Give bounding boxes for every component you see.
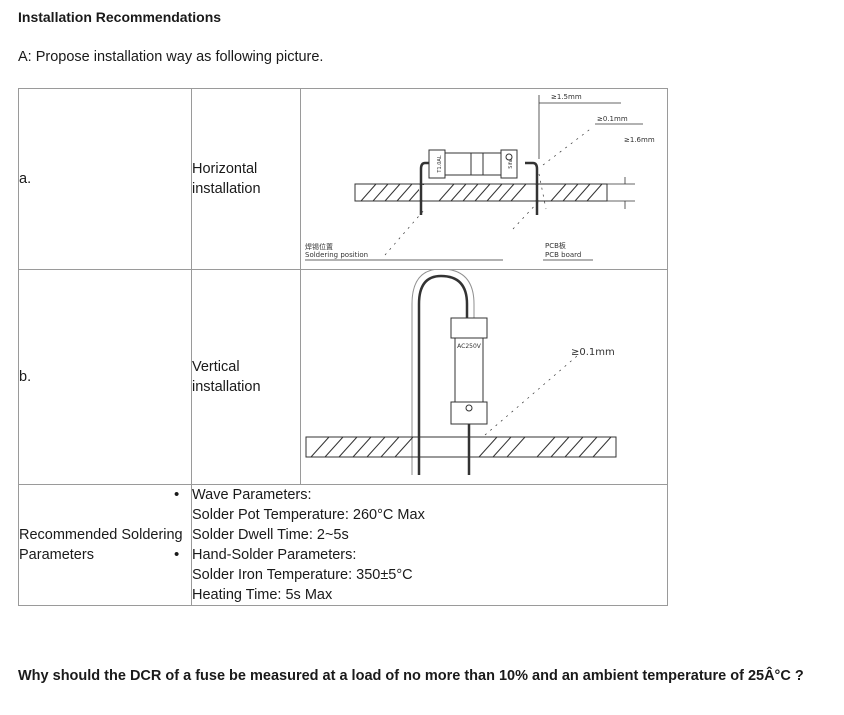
- pcb-board-en: PCB board: [545, 251, 581, 259]
- solder-position-en: Soldering position: [305, 251, 368, 259]
- fuse-text-left: T1.0AL: [437, 155, 443, 173]
- row-label-text: b.: [19, 369, 32, 385]
- installation-type-text: Vertical installation: [192, 359, 261, 395]
- soldering-label: Recommended Soldering Parameters: [18, 484, 192, 606]
- list-item: Solder Iron Temperature: 350±5°C: [192, 567, 413, 583]
- table-row: Recommended Soldering Parameters Wave Pa…: [18, 484, 668, 606]
- fuse-text-right: Sifa: [508, 159, 514, 168]
- pcb-board: [354, 183, 608, 202]
- table-row: a. Horizontal installation: [18, 88, 668, 270]
- intro-text: A: Propose installation way as following…: [18, 49, 324, 65]
- pcb-hatch: [360, 183, 603, 202]
- fuse-rating-text: AC250V: [457, 343, 482, 350]
- soldering-params: Wave Parameters: Solder Pot Temperature:…: [174, 484, 668, 606]
- diagram-cell: AC250V ≥0.1mm: [300, 269, 668, 485]
- installation-type: Horizontal installation: [191, 88, 301, 270]
- dimension-top-label: ≥1.5mm: [551, 93, 582, 101]
- list-item: Heating Time: 5s Max: [192, 587, 333, 603]
- installation-type: Vertical installation: [191, 269, 301, 485]
- vertical-installation-diagram: AC250V ≥0.1mm: [301, 270, 667, 484]
- fuse-cap-right: [500, 149, 518, 179]
- pcb-board-cn: PCB板: [545, 241, 566, 250]
- soldering-label-text: Recommended Soldering Parameters: [19, 527, 183, 563]
- table-row: b. Vertical installation: [18, 269, 668, 485]
- dimension-gap-label: ≥0.1mm: [571, 347, 615, 358]
- faq-question: Why should the DCR of a fuse be measured…: [18, 668, 804, 684]
- list-item: Wave Parameters:: [174, 485, 667, 505]
- section-heading: Installation Recommendations: [18, 9, 222, 25]
- row-label-text: a.: [19, 171, 32, 187]
- list-item: Hand-Solder Parameters:: [174, 545, 667, 565]
- solder-position-cn: 焊锡位置: [305, 242, 333, 251]
- installation-type-text: Horizontal installation: [192, 161, 261, 197]
- diagram-cell: T1.0AL Sifa ≥1.5mm ≥0.1mm ≥1.6mm: [300, 88, 668, 270]
- list-item: Solder Dwell Time: 2~5s: [192, 527, 349, 543]
- dimension-pcb-label: ≥1.6mm: [624, 136, 655, 144]
- horizontal-installation-diagram: T1.0AL Sifa ≥1.5mm ≥0.1mm ≥1.6mm: [301, 89, 667, 269]
- pcb-board: [305, 436, 617, 458]
- installation-table: a. Horizontal installation: [18, 88, 668, 606]
- row-label: b.: [18, 269, 192, 485]
- fuse-body: [454, 337, 484, 405]
- pcb-hatch: [310, 436, 612, 458]
- fuse-lead-right: [525, 161, 539, 215]
- fuse-lead-loop: [417, 274, 469, 475]
- list-item: Solder Pot Temperature: 260°C Max: [192, 507, 425, 523]
- fuse-lead-left: [419, 161, 429, 215]
- row-label: a.: [18, 88, 192, 270]
- soldering-param-list: Wave Parameters: Solder Pot Temperature:…: [174, 485, 667, 605]
- fuse-cap-top: [450, 317, 488, 339]
- dimension-right-label: ≥0.1mm: [597, 115, 628, 123]
